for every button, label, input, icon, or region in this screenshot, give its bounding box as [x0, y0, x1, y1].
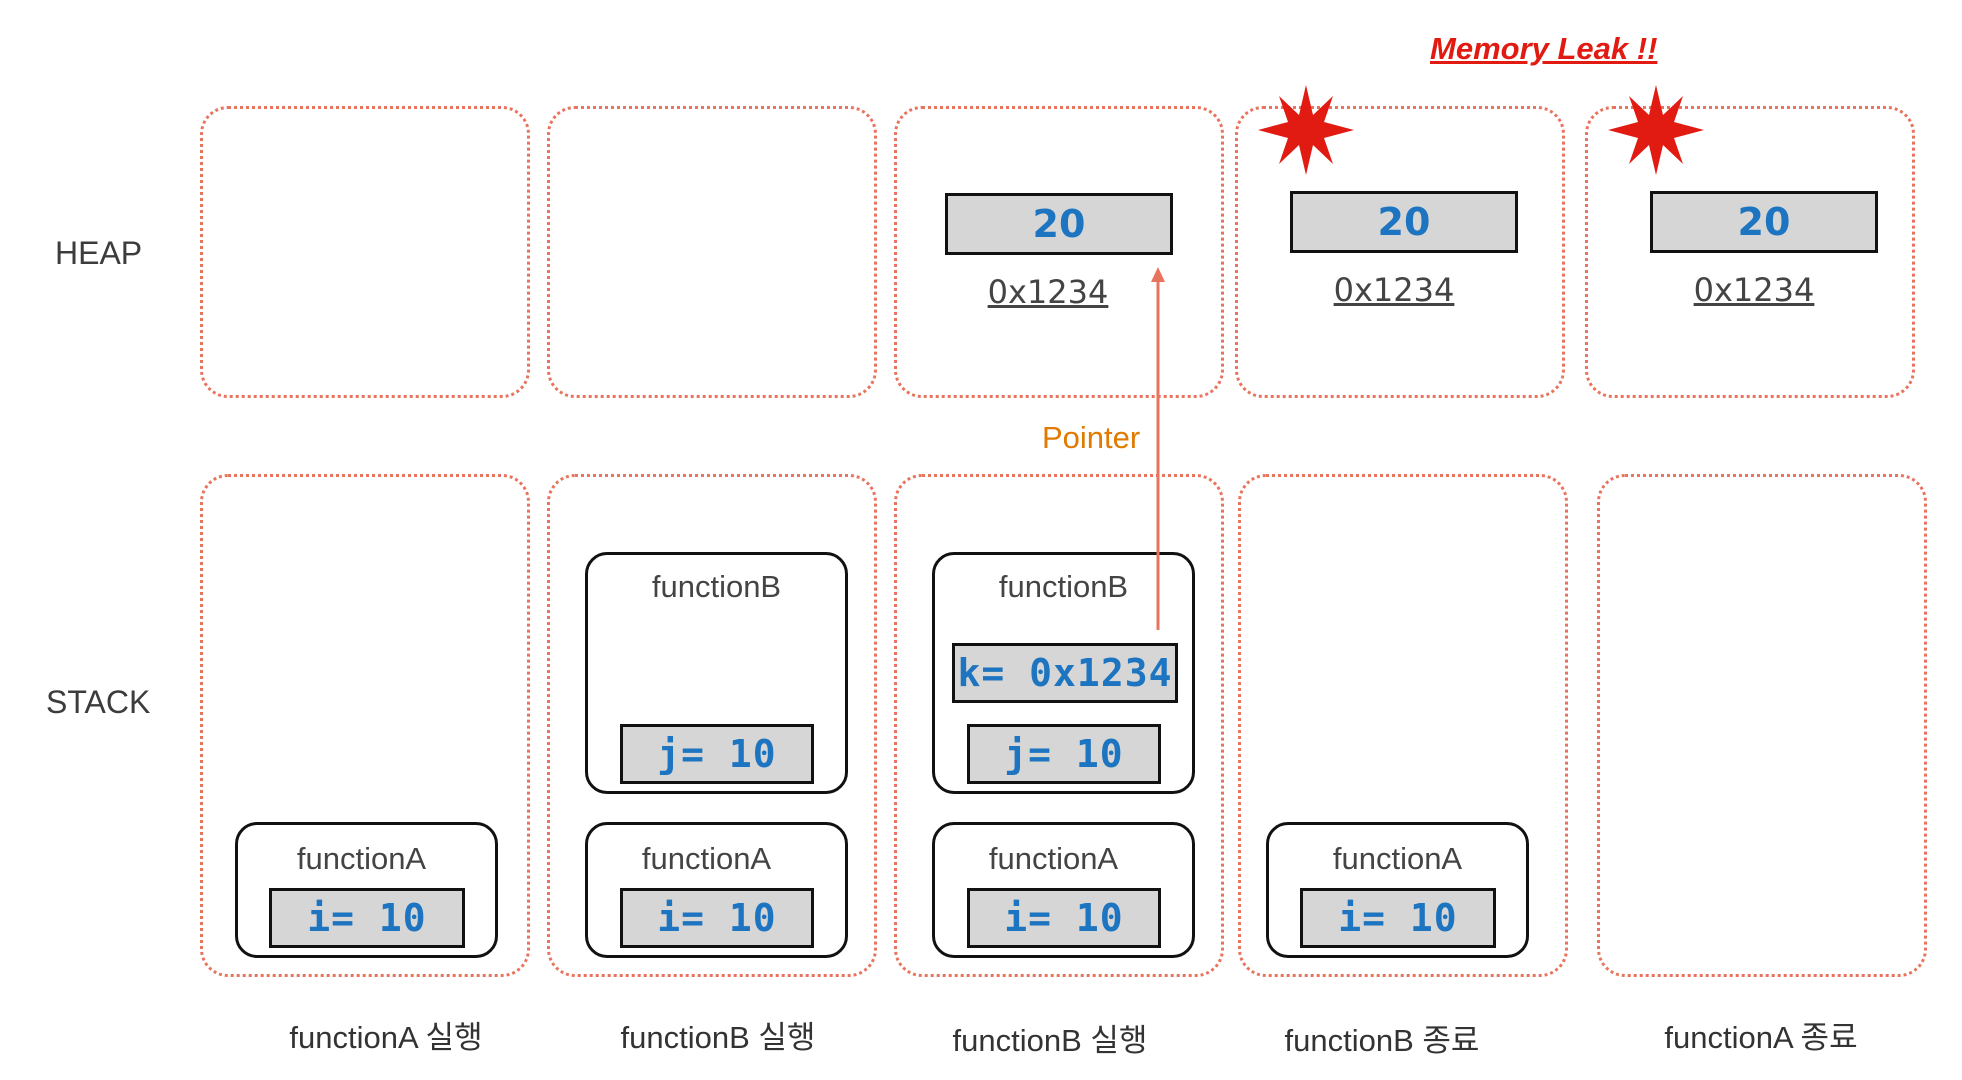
- heap-panel-5: [1585, 106, 1915, 398]
- stack-panel-1: [200, 474, 530, 977]
- var-k: k= 0x1234: [952, 643, 1178, 703]
- heap-value-box: 20: [1650, 191, 1878, 253]
- memory-leak-title: Memory Leak !!: [1430, 31, 1658, 66]
- heap-panel-4: [1235, 106, 1565, 398]
- frame-title: functionA: [641, 841, 772, 876]
- pointer-label: Pointer: [1042, 420, 1141, 455]
- caption-2: functionB 실행: [620, 1020, 816, 1055]
- heap-panel-3: [894, 106, 1224, 398]
- var-i: i= 10: [269, 888, 465, 948]
- stack-panel-4: [1238, 474, 1568, 977]
- var-i: i= 10: [1300, 888, 1496, 948]
- heap-value-box: 20: [945, 193, 1173, 255]
- burst-icon: [1258, 85, 1354, 175]
- heap-address: 0x1234: [987, 273, 1109, 311]
- caption-4: functionB 종료: [1284, 1023, 1480, 1058]
- stack-panel-2: [547, 474, 877, 977]
- heap-panel-1: [200, 106, 530, 398]
- var-j: j= 10: [967, 724, 1161, 784]
- heap-panel-2: [547, 106, 877, 398]
- stack-panel-5: [1597, 474, 1927, 977]
- frame-title: functionA: [988, 841, 1119, 876]
- caption-3: functionB 실행: [952, 1023, 1148, 1058]
- var-j: j= 10: [620, 724, 814, 784]
- frame-title: functionA: [296, 841, 427, 876]
- heap-address: 0x1234: [1333, 271, 1455, 309]
- pointer-arrow: [1151, 267, 1165, 630]
- caption-5: functionA 종료: [1664, 1020, 1858, 1055]
- heap-label: HEAP: [55, 235, 143, 271]
- var-i: i= 10: [967, 888, 1161, 948]
- caption-1: functionA 실행: [289, 1020, 483, 1055]
- frame-title: functionB: [651, 569, 782, 604]
- stack-label: STACK: [46, 684, 151, 720]
- burst-icon: [1608, 85, 1704, 175]
- var-i: i= 10: [620, 888, 814, 948]
- heap-address: 0x1234: [1693, 271, 1815, 309]
- heap-value-box: 20: [1290, 191, 1518, 253]
- frame-title: functionA: [1332, 841, 1463, 876]
- stack-panel-3: [894, 474, 1224, 977]
- frame-title: functionB: [998, 569, 1129, 604]
